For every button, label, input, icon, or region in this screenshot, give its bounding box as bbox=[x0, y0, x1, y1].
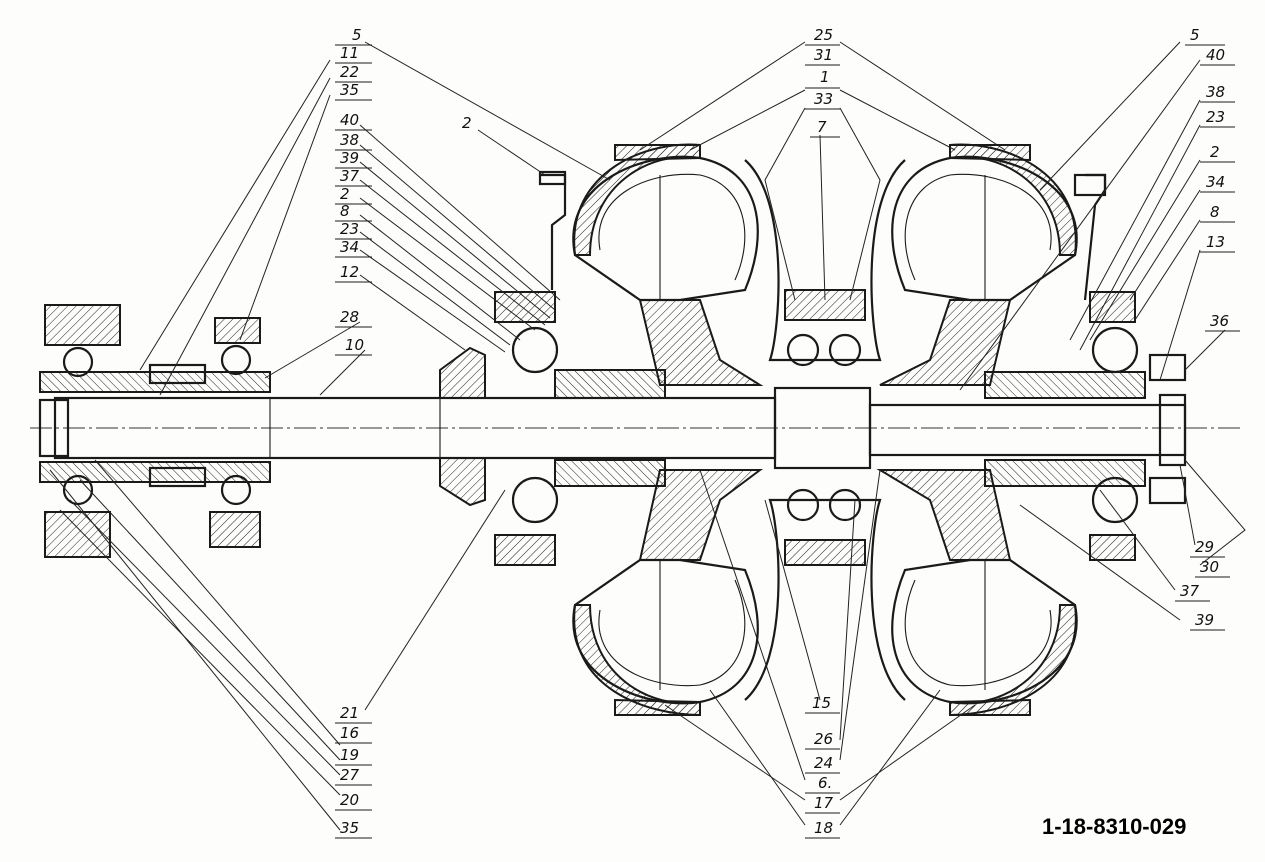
label-bottom-left-1: 16 bbox=[340, 724, 359, 742]
label-right-5: 34 bbox=[1206, 173, 1225, 191]
label-left-1: 11 bbox=[340, 44, 359, 62]
label-left-6: 39 bbox=[340, 149, 359, 167]
label-right-7: 13 bbox=[1206, 233, 1225, 251]
label-right-6: 8 bbox=[1210, 203, 1220, 221]
label-left-4: 40 bbox=[340, 111, 359, 129]
label-left-13: 28 bbox=[340, 308, 359, 326]
label-left-5: 38 bbox=[340, 131, 359, 149]
label-bottom-3: 6. bbox=[818, 774, 832, 792]
label-right-10: 30 bbox=[1200, 558, 1219, 576]
label-left-9: 8 bbox=[340, 202, 350, 220]
label-left-14: 10 bbox=[345, 336, 364, 354]
label-right-9: 29 bbox=[1195, 538, 1214, 556]
label-left-3: 35 bbox=[340, 81, 359, 99]
label-top-1: 31 bbox=[814, 46, 833, 64]
part-labels: 5 11 22 35 40 38 39 37 2 8 23 34 12 28 1… bbox=[340, 26, 1229, 837]
label-right-3: 23 bbox=[1206, 108, 1225, 126]
label-right-1: 40 bbox=[1206, 46, 1225, 64]
label-right-11: 37 bbox=[1180, 582, 1200, 600]
center-bearing-block bbox=[744, 159, 906, 701]
label-bottom-left-3: 27 bbox=[340, 766, 360, 784]
label-bottom-0: 15 bbox=[812, 694, 831, 712]
label-2-top: 2 bbox=[462, 114, 472, 132]
label-left-12: 12 bbox=[340, 263, 359, 281]
leader-lines-top bbox=[639, 41, 1006, 301]
label-right-12: 39 bbox=[1195, 611, 1214, 629]
label-bottom-left-0: 21 bbox=[340, 704, 359, 722]
label-right-0: 5 bbox=[1190, 26, 1200, 44]
right-shaft bbox=[868, 173, 1187, 561]
label-top-4: 7 bbox=[817, 118, 827, 136]
left-torus-lower bbox=[572, 469, 763, 717]
leader-lines-right bbox=[959, 41, 1246, 621]
right-torus-upper bbox=[879, 143, 1078, 386]
label-left-7: 37 bbox=[340, 167, 360, 185]
label-bottom-2: 24 bbox=[814, 754, 833, 772]
leader-lines-bottom bbox=[49, 459, 976, 831]
label-underlines bbox=[335, 44, 1240, 839]
label-bottom-left-4: 20 bbox=[340, 791, 359, 809]
label-bottom-1: 26 bbox=[814, 730, 833, 748]
label-right-4: 2 bbox=[1210, 143, 1220, 161]
leader-lines-left bbox=[139, 41, 611, 396]
label-right-8: 36 bbox=[1210, 312, 1229, 330]
drawing-number: 1-18-8310-029 bbox=[1042, 814, 1187, 839]
label-bottom-left-5: 35 bbox=[340, 819, 359, 837]
left-end-gear bbox=[38, 304, 271, 558]
label-left-11: 34 bbox=[340, 238, 359, 256]
left-torus-upper bbox=[572, 143, 764, 386]
label-bottom-left-2: 19 bbox=[340, 746, 359, 764]
label-left-2: 22 bbox=[340, 63, 359, 81]
label-left-10: 23 bbox=[340, 220, 359, 238]
label-top-2: 1 bbox=[820, 68, 830, 86]
label-top-0: 25 bbox=[814, 26, 833, 44]
label-top-3: 33 bbox=[814, 90, 833, 108]
label-right-2: 38 bbox=[1206, 83, 1225, 101]
label-left-0: 5 bbox=[352, 26, 362, 44]
label-bottom-5: 18 bbox=[814, 819, 833, 837]
right-torus-lower bbox=[876, 469, 1078, 717]
label-bottom-4: 17 bbox=[814, 794, 834, 812]
left-bearing-housing bbox=[439, 170, 666, 566]
label-left-8: 2 bbox=[340, 185, 350, 203]
